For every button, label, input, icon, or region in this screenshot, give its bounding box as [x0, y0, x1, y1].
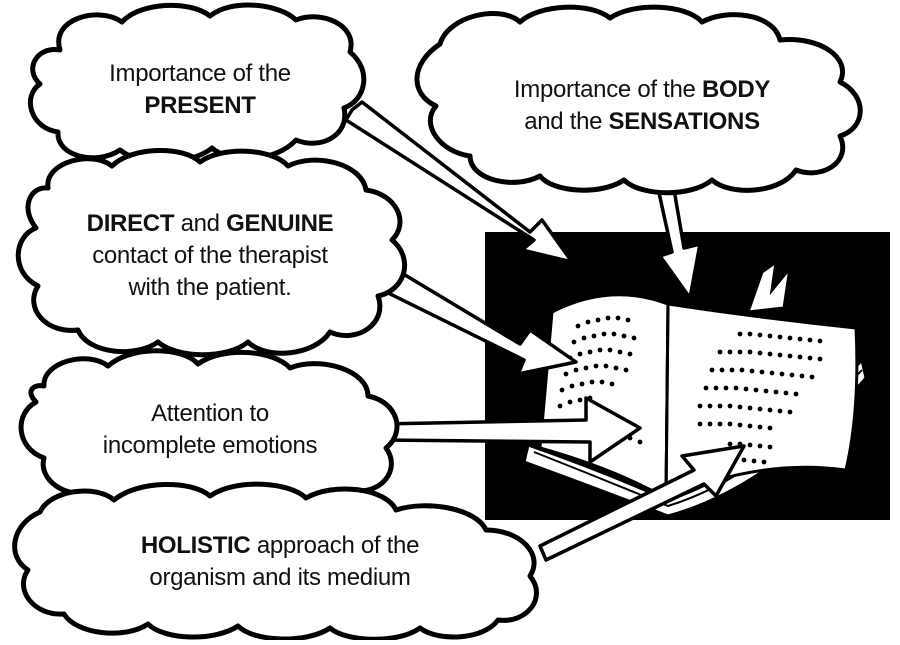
emphasis-text: DIRECT [86, 210, 175, 237]
cloud-text-line: contact of the therapist [40, 240, 380, 272]
cloud-body [414, 4, 863, 196]
arrows [344, 100, 746, 562]
cloud-text-line: Importance of the BODY [462, 74, 822, 106]
emphasis-text: HOLISTIC [140, 532, 251, 559]
plain-text: contact of the therapist [92, 242, 328, 269]
cloud-text-line: organism and its medium [50, 562, 510, 594]
plain-text: incomplete emotions [102, 432, 318, 459]
cloud-text-line: with the patient. [40, 272, 380, 304]
emphasis-text: PRESENT [144, 92, 256, 119]
plain-text: and the [524, 108, 609, 135]
cloud-contact [15, 147, 408, 358]
cloud-text-line: Attention to [60, 398, 360, 430]
plain-text: Attention to [151, 400, 269, 427]
emphasis-text: BODY [701, 76, 771, 103]
plain-text: Importance of the [513, 76, 702, 103]
arrow-contact [372, 264, 578, 376]
plain-text: Importance of the [109, 60, 291, 87]
emphasis-text: GENUINE [226, 210, 334, 237]
arrow-emotions [376, 396, 642, 464]
plain-text: and [174, 210, 227, 237]
cloud-holistic [12, 481, 539, 642]
plain-text: organism and its medium [149, 564, 411, 591]
plain-text: approach of the [250, 532, 420, 559]
cloud-text-line: HOLISTIC approach of the [50, 530, 510, 562]
cloud-text-line: Importance of the [70, 58, 330, 90]
cloud-present [27, 2, 367, 165]
arrow-present [344, 100, 574, 264]
cloud-text-line: DIRECT and GENUINE [40, 208, 380, 240]
arrow-holistic [538, 444, 746, 562]
plain-text: with the patient. [128, 274, 292, 301]
cloud-text-line: PRESENT [70, 90, 330, 122]
clouds [12, 2, 863, 642]
cloud-text-line: and the SENSATIONS [462, 106, 822, 138]
emphasis-text: SENSATIONS [608, 108, 761, 135]
cloud-text-line: incomplete emotions [60, 430, 360, 462]
cloud-text-emotions: Attention to incomplete emotions [60, 398, 360, 462]
